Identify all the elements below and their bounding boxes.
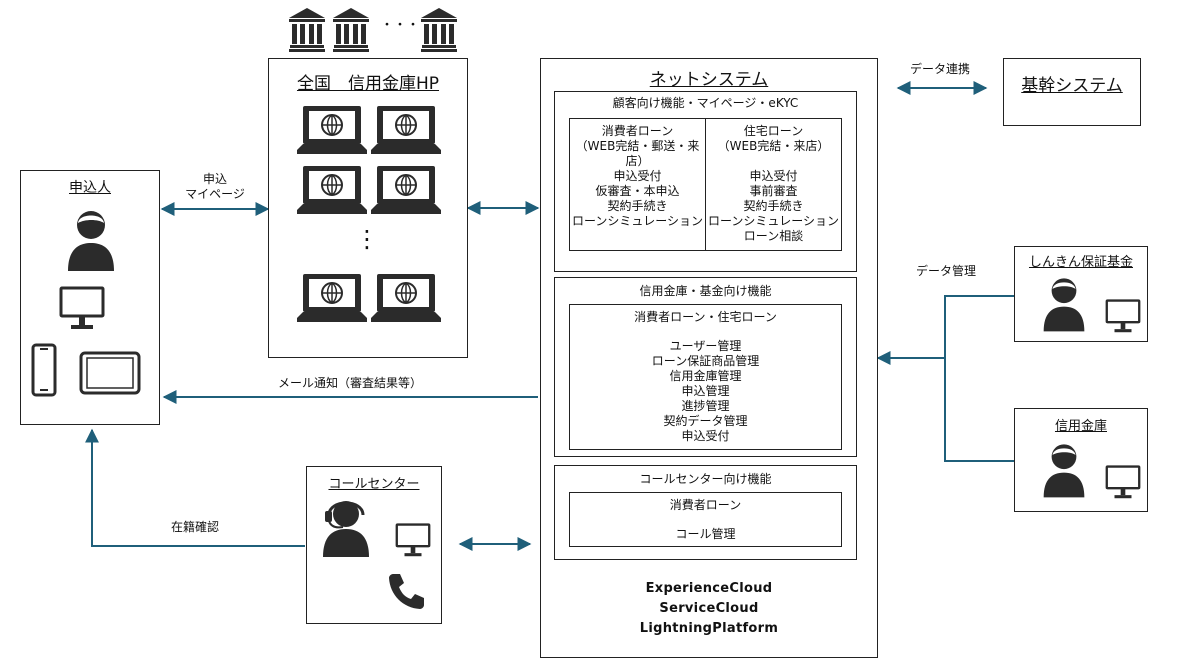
callcenter-loan-items: コール管理: [675, 527, 736, 541]
guarantee-fund-box: しんきん保証基金: [1014, 246, 1148, 342]
consumer-loan-items: 申込受付 仮審査・本申込 契約手続き ローンシミュレーション: [572, 169, 703, 228]
line-data-mgmt: [944, 295, 1014, 462]
monitor-icon: [1105, 299, 1141, 333]
callcenter-loan-box: 消費者ローン コール管理: [569, 492, 842, 547]
core-system-box: 基幹システム: [1003, 58, 1141, 126]
ellipsis-vertical: ⋮: [355, 225, 379, 253]
monitor-icon: [1105, 465, 1141, 499]
laptop-icon: [371, 166, 441, 214]
monitor-icon: [59, 286, 105, 329]
enrollment-check-label: 在籍確認: [170, 520, 219, 534]
monitor-icon: [395, 523, 431, 557]
housing-loan-head: 住宅ローン （WEB完結・来店）: [717, 124, 830, 153]
person-icon: [68, 211, 114, 271]
laptop-icon: [297, 166, 367, 214]
smartphone-icon: [31, 343, 57, 397]
tablet-icon: [79, 351, 141, 395]
data-link-label: データ連携: [909, 62, 970, 76]
laptop-icon: [371, 106, 441, 154]
laptop-icon: [371, 274, 441, 322]
bank-loan-items: ユーザー管理 ローン保証商品管理 信用金庫管理 申込管理 進捗管理 契約データ管…: [651, 339, 760, 443]
callcenter-functions-box: コールセンター向け機能 消費者ローン コール管理: [554, 465, 857, 560]
mail-notice-label: メール通知（審査結果等）: [277, 376, 422, 390]
bank-loan-box: 消費者ローン・住宅ローン ユーザー管理 ローン保証商品管理 信用金庫管理 申込管…: [569, 304, 842, 450]
customer-functions-title: 顧客向け機能・マイページ・eKYC: [612, 96, 799, 110]
housing-loan-items: 申込受付 事前審査 契約手続き ローンシミュレーション ローン相談: [708, 169, 839, 243]
shinkin-bank-box: 信用金庫: [1014, 408, 1148, 512]
phone-icon: [389, 574, 424, 609]
shinkin-bank-title: 信用金庫: [1054, 419, 1107, 434]
bank-building-icon: [421, 8, 457, 52]
person-icon: [1043, 444, 1085, 498]
consumer-loan-head: 消費者ローン （WEB完結・郵送・来店）: [575, 124, 700, 168]
net-system-title: ネットシステム: [649, 70, 769, 90]
bank-functions-title: 信用金庫・基金向け機能: [639, 284, 772, 298]
callcenter-loan-head: 消費者ローン: [669, 498, 742, 512]
ellipsis-horizontal: ・・・: [380, 18, 420, 33]
bank-building-icon: [289, 8, 325, 52]
operator-headset-icon: [323, 501, 369, 557]
guarantee-fund-title: しんきん保証基金: [1028, 255, 1133, 270]
net-system-box: ネットシステム 顧客向け機能・マイページ・eKYC 消費者ローン （WEB完結・…: [540, 58, 878, 658]
data-mgmt-label: データ管理: [915, 264, 976, 278]
applicant-title: 申込人: [69, 180, 111, 196]
call-center-title: コールセンター: [328, 477, 420, 492]
consumer-loan-box: 消費者ローン （WEB完結・郵送・来店） 申込受付 仮審査・本申込 契約手続き …: [569, 118, 706, 251]
laptop-icon: [297, 106, 367, 154]
laptop-icon: [297, 274, 367, 322]
applicant-box: 申込人: [20, 170, 160, 425]
person-icon: [1043, 278, 1085, 332]
shinkin-hp-title: 全国 信用金庫HP: [296, 74, 440, 94]
customer-functions-box: 顧客向け機能・マイページ・eKYC 消費者ローン （WEB完結・郵送・来店） 申…: [554, 91, 857, 272]
bank-building-icon: [333, 8, 369, 52]
call-center-box: コールセンター: [306, 466, 442, 624]
bank-functions-box: 信用金庫・基金向け機能 消費者ローン・住宅ローン ユーザー管理 ローン保証商品管…: [554, 277, 857, 457]
bank-loan-head: 消費者ローン・住宅ローン: [634, 310, 777, 324]
housing-loan-box: 住宅ローン （WEB完結・来店） 申込受付 事前審査 契約手続き ローンシミュレ…: [705, 118, 842, 251]
callcenter-functions-title: コールセンター向け機能: [639, 472, 772, 486]
core-system-title: 基幹システム: [1021, 76, 1123, 96]
platform-list: ExperienceCloud ServiceCloud LightningPl…: [639, 581, 779, 636]
apply-mypage-label: 申込 マイページ: [185, 172, 245, 201]
